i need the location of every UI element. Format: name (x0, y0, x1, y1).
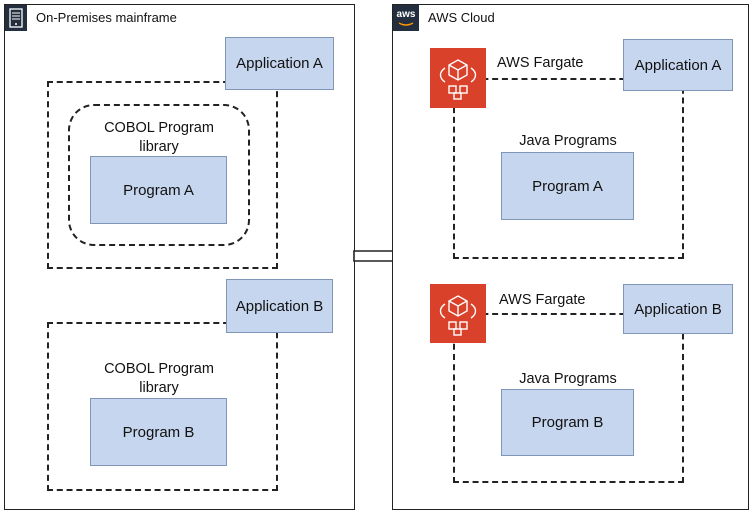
aws-cloud-title: AWS Cloud (428, 10, 495, 25)
cobol-library-bottom-line2: library (139, 380, 179, 396)
application-a-left-box: Application A (225, 37, 334, 90)
application-a-container (47, 81, 278, 269)
fargate-top-container (453, 78, 684, 259)
application-a-right-box: Application A (623, 39, 733, 91)
fargate-top-icon (430, 48, 486, 108)
fargate-top-label: AWS Fargate (495, 55, 586, 71)
java-programs-bottom-label: Java Programs (519, 371, 617, 387)
cobol-library-bottom-label: COBOL Program library (80, 360, 238, 398)
aws-logo-icon: aws (393, 5, 419, 31)
java-programs-top-label: Java Programs (519, 133, 617, 149)
fargate-bottom-label: AWS Fargate (497, 292, 588, 308)
server-icon (5, 5, 27, 31)
program-a-right-box: Program A (501, 152, 634, 220)
program-b-left-box: Program B (90, 398, 227, 466)
application-b-container (47, 322, 278, 491)
fargate-bottom-container (453, 313, 684, 483)
program-a-left-box: Program A (90, 156, 227, 224)
cobol-library-top-line2: library (139, 139, 179, 155)
aws-logo-text: aws (396, 9, 416, 20)
cobol-library-top-label: COBOL Program library (80, 119, 238, 157)
cobol-library-bottom-line1: COBOL Program (104, 361, 214, 377)
fargate-bottom-icon (430, 284, 486, 343)
on-premises-title: On-Premises mainframe (36, 10, 177, 25)
program-b-right-box: Program B (501, 389, 634, 456)
application-b-right-box: Application B (623, 284, 733, 334)
cobol-library-top-line1: COBOL Program (104, 120, 214, 136)
application-b-left-box: Application B (226, 279, 333, 333)
